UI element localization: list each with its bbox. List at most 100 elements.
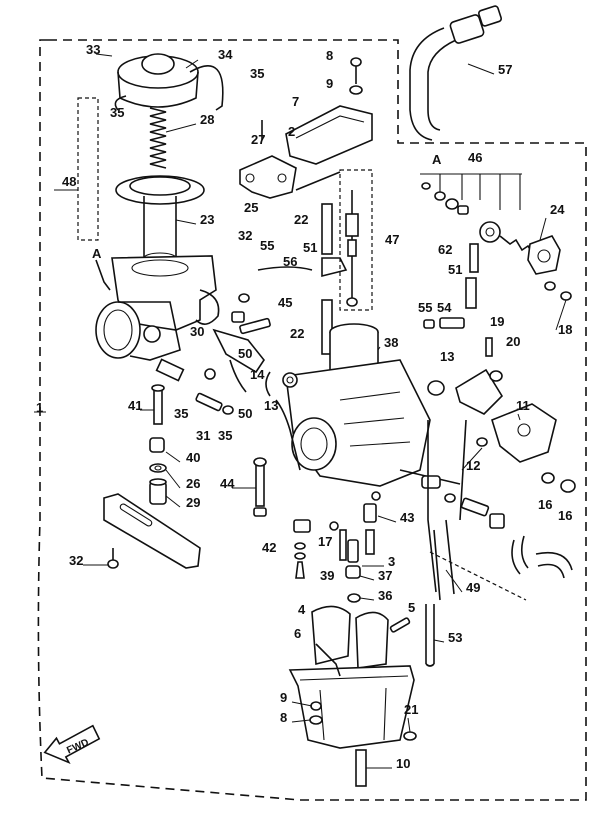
choke-parts — [421, 182, 572, 301]
callout-c21: 21 — [404, 702, 418, 717]
callout-c8b: 8 — [280, 710, 287, 725]
assembly-boundary — [37, 39, 587, 801]
callout-c16a: 16 — [538, 497, 552, 512]
left-fastener-stack — [149, 384, 167, 505]
callout-c18: 18 — [558, 322, 572, 337]
throttle-levers — [155, 328, 298, 415]
callout-c2: 2 — [288, 124, 295, 139]
callout-c43: 43 — [400, 510, 414, 525]
callout-c62: 62 — [438, 242, 452, 257]
callout-c23: 23 — [200, 212, 214, 227]
callout-c33: 33 — [86, 42, 100, 57]
callout-c42: 42 — [262, 540, 276, 555]
callout-c22a: 22 — [294, 212, 308, 227]
callout-c31: 31 — [196, 428, 210, 443]
callout-c28: 28 — [200, 112, 214, 127]
callout-c50b: 50 — [238, 406, 252, 421]
top-cover — [285, 57, 373, 165]
callout-c40: 40 — [186, 450, 200, 465]
float-bowl — [288, 605, 417, 749]
callout-c51a: 51 — [303, 240, 317, 255]
callout-c44: 44 — [220, 476, 235, 491]
callout-c20: 20 — [506, 334, 520, 349]
callout-c45: 45 — [278, 295, 292, 310]
leader-lines — [34, 53, 567, 769]
callout-c57: 57 — [498, 62, 512, 77]
callout-c35d: 35 — [218, 428, 232, 443]
right-linkage — [427, 337, 576, 493]
right-carburetor-body — [275, 323, 461, 489]
callout-c32a: 32 — [238, 228, 252, 243]
callout-c30: 30 — [190, 324, 204, 339]
callout-c37: 37 — [378, 568, 392, 583]
callout-c35c: 35 — [174, 406, 188, 421]
callout-c47: 47 — [385, 232, 399, 247]
callout-c55a: 55 — [260, 238, 274, 253]
main-jet-set — [329, 491, 381, 603]
needle-kit-box — [77, 97, 99, 241]
callout-c26: 26 — [186, 476, 200, 491]
callout-c13a: 13 — [440, 349, 454, 364]
top-cap-assembly — [114, 53, 224, 264]
callout-c6: 6 — [294, 626, 301, 641]
callout-c16b: 16 — [558, 508, 572, 523]
vent-pipes — [321, 203, 348, 355]
mounting-plate — [103, 493, 201, 569]
callout-c9a: 9 — [326, 76, 333, 91]
callout-c35a: 35 — [250, 66, 264, 81]
callout-c34: 34 — [218, 47, 233, 62]
link-rod-parts — [231, 293, 271, 335]
forward-arrow — [43, 724, 101, 765]
hose-routing-line — [429, 551, 527, 601]
callout-c25: 25 — [244, 200, 258, 215]
fuel-hose-short — [257, 266, 313, 271]
callout-c54: 54 — [437, 300, 452, 315]
link-plate — [239, 120, 341, 199]
jet-needle-set — [345, 190, 359, 307]
callout-c46: 46 — [468, 150, 482, 165]
callout-c38: 38 — [384, 335, 398, 350]
callout-c13b: 13 — [264, 398, 278, 413]
callout-c32b: 32 — [69, 553, 83, 568]
callout-c35b: 35 — [110, 105, 124, 120]
callout-c17: 17 — [318, 534, 332, 549]
callout-c55b: 55 — [418, 300, 432, 315]
callout-c8a: 8 — [326, 48, 333, 63]
hose-part — [409, 5, 503, 141]
callout-c4: 4 — [298, 602, 306, 617]
overflow-tube — [425, 419, 467, 667]
callout-c39: 39 — [320, 568, 334, 583]
callout-c10: 10 — [396, 756, 410, 771]
callout-c48: 48 — [62, 174, 76, 189]
drain-tube — [355, 749, 367, 787]
callout-c1: 1 — [36, 400, 43, 415]
callout-c14: 14 — [250, 367, 265, 382]
callout-c41: 41 — [128, 398, 142, 413]
callout-c50: 50 — [238, 346, 252, 361]
callout-c3: 3 — [388, 554, 395, 569]
left-carburetor-body — [95, 255, 220, 361]
callout-c56: 56 — [283, 254, 297, 269]
callout-c53: 53 — [448, 630, 462, 645]
callout-c12: 12 — [466, 458, 480, 473]
callout-c27: 27 — [251, 132, 265, 147]
connector-mark-right: A — [432, 152, 442, 167]
callout-c11: 11 — [516, 398, 530, 413]
callout-c49: 49 — [466, 580, 480, 595]
callout-c22b: 22 — [290, 326, 304, 341]
choke-kit-bracket — [420, 173, 522, 210]
callout-c29: 29 — [186, 495, 200, 510]
callout-c5: 5 — [408, 600, 415, 615]
callout-c7: 7 — [292, 94, 299, 109]
callout-c24: 24 — [550, 202, 565, 217]
pilot-screw-set — [293, 519, 311, 579]
float-pin — [389, 617, 411, 633]
callout-c19: 19 — [490, 314, 504, 329]
callout-c51b: 51 — [448, 262, 462, 277]
adjuster-screw — [253, 457, 267, 517]
vacuum-hoses — [433, 493, 573, 601]
callout-c36: 36 — [378, 588, 392, 603]
